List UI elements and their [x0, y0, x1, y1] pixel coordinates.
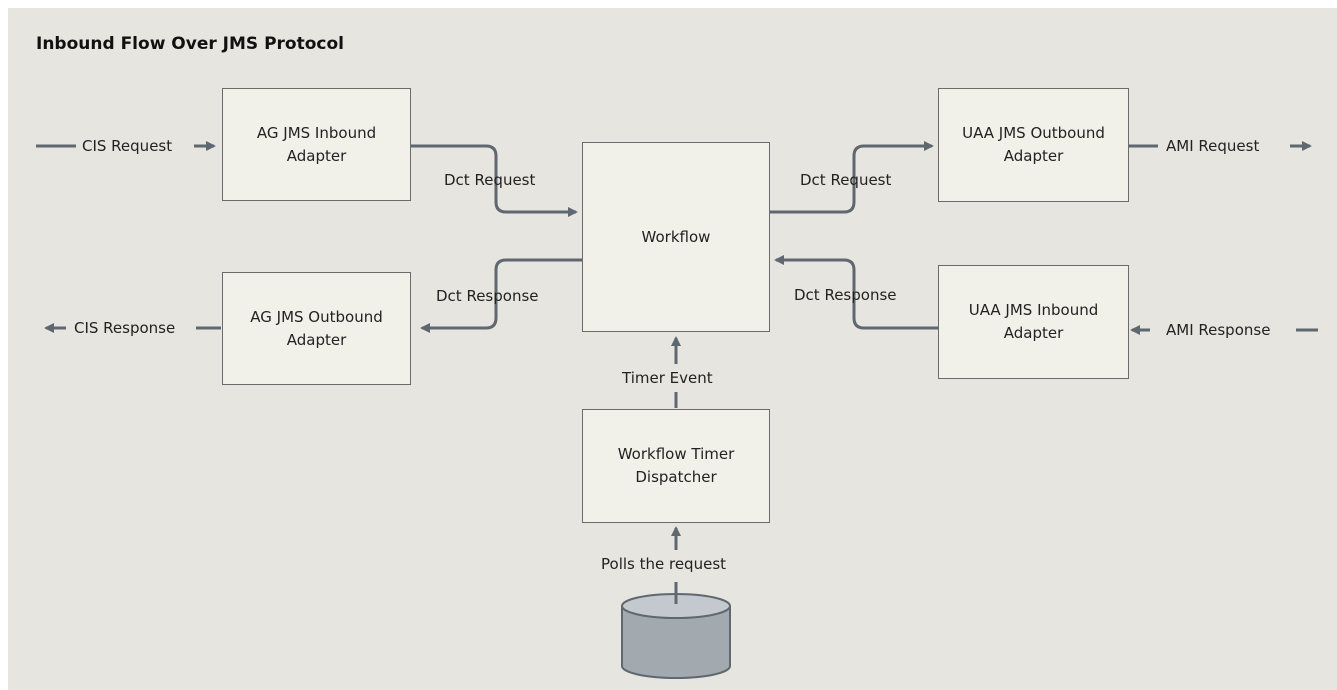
- polls-the-request-label: Polls the request: [601, 555, 727, 573]
- timer-event-label: Timer Event: [622, 369, 713, 387]
- dct-response-left-connector: [420, 258, 582, 333]
- diagram-title: Inbound Flow Over JMS Protocol: [36, 34, 344, 54]
- ag-jms-outbound-adapter-line1: AG JMS Outbound: [250, 307, 383, 326]
- ami-response-label: AMI Response: [1166, 321, 1271, 339]
- cis-response-label: CIS Response: [74, 319, 176, 337]
- dct-request-right-label: Dct Request: [800, 171, 892, 189]
- ag-jms-inbound-adapter-line2: Adapter: [286, 146, 347, 165]
- ami-request-label: AMI Request: [1166, 137, 1260, 155]
- uaa-jms-inbound-adapter-line2: Adapter: [1003, 324, 1064, 342]
- workflow-label: Workflow: [641, 227, 711, 246]
- workflow-box: Workflow: [582, 142, 770, 332]
- uaa-jms-outbound-adapter-line2: Adapter: [1003, 147, 1064, 165]
- dct-response-right-label: Dct Response: [794, 286, 897, 304]
- database-icon: [621, 593, 731, 679]
- workflow-timer-dispatcher-line2: Dispatcher: [635, 468, 717, 486]
- workflow-timer-dispatcher-line1: Workflow Timer: [617, 445, 735, 463]
- uaa-jms-outbound-adapter-line1: UAA JMS Outbound: [962, 124, 1105, 142]
- uaa-jms-inbound-adapter-line1: UAA JMS Inbound: [968, 301, 1099, 319]
- ag-jms-outbound-adapter-line2: Adapter: [286, 330, 347, 349]
- dct-request-left-label: Dct Request: [444, 171, 536, 189]
- dct-response-left-label: Dct Response: [436, 287, 539, 305]
- dct-response-right-connector: [774, 255, 938, 330]
- cis-request-label: CIS Request: [82, 137, 173, 155]
- dct-request-right-connector: [770, 141, 934, 214]
- ag-jms-inbound-adapter-line1: AG JMS Inbound: [256, 123, 377, 142]
- dct-request-left-connector: [411, 144, 578, 217]
